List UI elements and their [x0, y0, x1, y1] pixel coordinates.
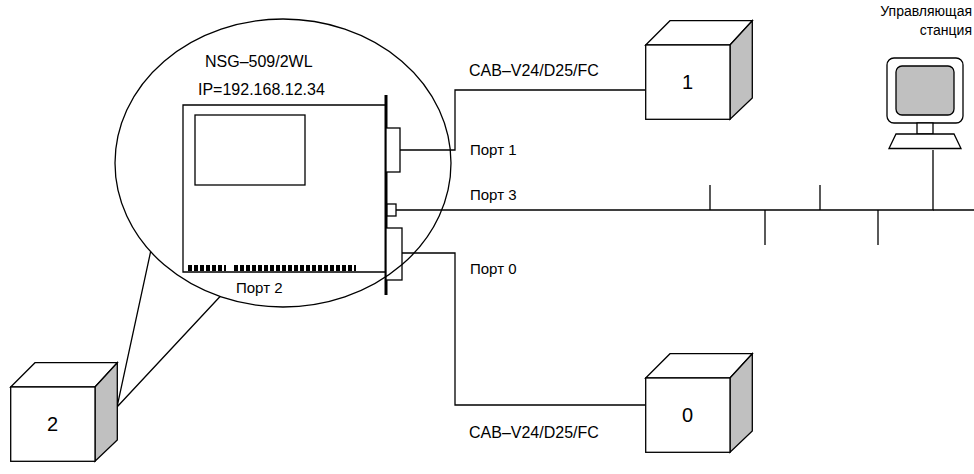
port-label: Порт 2 [236, 279, 283, 296]
card-contacts [188, 265, 226, 271]
card-contacts [234, 265, 356, 271]
card-chip [195, 115, 305, 185]
bus-drop [877, 210, 878, 245]
cube-outline [645, 20, 753, 120]
card-board [183, 105, 386, 272]
cube-front [11, 387, 95, 461]
monitor-base [889, 134, 961, 149]
cube-face: 0 [645, 378, 730, 453]
cube-face: 1 [645, 45, 730, 120]
monitor-screen [896, 66, 954, 115]
station-label: Управляющая станция [876, 2, 972, 40]
cable-line [400, 90, 645, 150]
cable-line [396, 150, 933, 210]
cable-label: CAB–V24/D25/FC [467, 424, 601, 442]
cube-front [646, 45, 730, 119]
device-box: 1 [645, 20, 753, 120]
cube-side [95, 363, 117, 462]
port-connector [386, 128, 400, 172]
device-number: 1 [682, 71, 693, 94]
ip-address: IP=192.168.12.34 [198, 81, 325, 99]
port-label: Порт 1 [470, 141, 517, 158]
cable-line [402, 253, 645, 405]
port-label: Порт 3 [470, 186, 517, 203]
monitor-neck [917, 123, 933, 134]
cube-front [646, 378, 730, 452]
callout-ellipse-shape [115, 19, 451, 307]
cube-outline [645, 353, 753, 453]
cable-label: CAB–V24/D25/FC [467, 62, 601, 80]
callout-ellipse: NSG–509/2WL IP=192.168.12.34 [114, 18, 452, 308]
callout-tail [117, 252, 220, 407]
bus-drop [709, 185, 710, 210]
device-box: 0 [645, 353, 753, 453]
device-box: 2 [10, 362, 118, 462]
port-connector [386, 228, 402, 280]
cube-side [730, 21, 752, 120]
bus-drop [764, 210, 765, 245]
device-number: 0 [682, 404, 693, 427]
bus-drop [819, 185, 820, 210]
monitor [887, 58, 963, 123]
device-model: NSG–509/2WL [205, 53, 313, 71]
port-label: Порт 0 [470, 260, 517, 277]
cube-face: 2 [10, 387, 95, 462]
device-number: 2 [47, 413, 58, 436]
cube-outline [10, 362, 118, 462]
network-bus [933, 209, 974, 210]
cube-side [730, 354, 752, 453]
port-connector [387, 204, 396, 216]
management-station: Управляющая станция [876, 2, 972, 150]
